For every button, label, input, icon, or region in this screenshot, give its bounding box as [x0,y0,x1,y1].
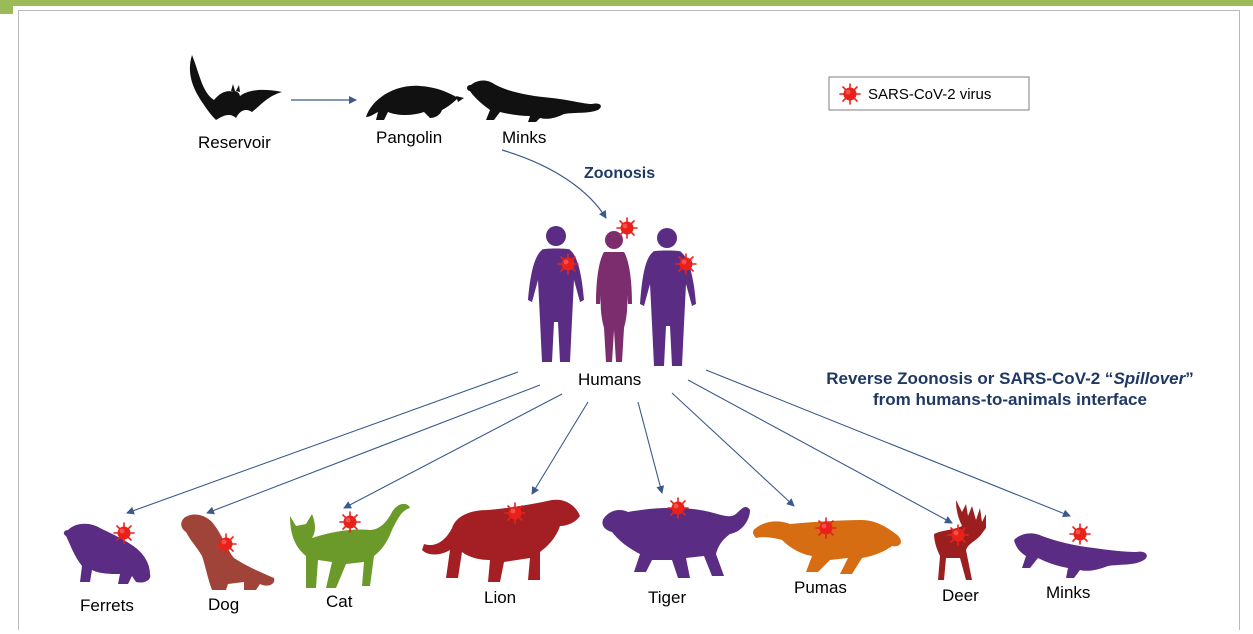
human-right [640,228,696,366]
label-pumas: Pumas [794,578,847,597]
arrow-zoonosis [502,150,606,218]
virus-icon-human-female [617,218,637,238]
animal-deer: Deer [934,500,986,605]
label-cat: Cat [326,592,353,611]
label-minks: Minks [1046,583,1090,602]
dog-silhouette [181,515,274,590]
arrow-to-tiger [638,402,662,493]
ferret-silhouette [64,524,150,584]
reverse-line1-a: Reverse Zoonosis or SARS-CoV-2 “ [826,369,1113,388]
label-zoonosis: Zoonosis [584,165,655,182]
arrow-to-dog [207,385,540,513]
animal-ferrets: Ferrets [64,523,150,615]
label-reservoir: Reservoir [198,133,271,152]
virus-icon-ferrets [114,523,134,543]
lion-silhouette [422,500,580,582]
animal-lion: Lion [422,500,580,607]
bat-silhouette [190,55,282,120]
virus-icon-human-right [676,254,696,274]
label-minks-origin: Minks [502,128,546,147]
animal-dog: Dog [181,515,274,614]
label-ferrets: Ferrets [80,596,134,615]
animal-minks: Minks [1014,524,1147,602]
label-humans: Humans [578,370,641,389]
label-deer: Deer [942,586,979,605]
label-reverse-line1: Reverse Zoonosis or SARS-CoV-2 “Spillove… [826,369,1194,388]
animal-tiger: Tiger [602,498,750,607]
mink-silhouette-top [467,81,601,122]
virus-icon-minks [1070,524,1090,544]
label-reverse-line2: from humans-to-animals interface [873,390,1147,409]
label-pangolin: Pangolin [376,128,442,147]
human-female [596,231,632,362]
label-dog: Dog [208,595,239,614]
virus-icon [840,84,860,104]
animal-cat: Cat [290,504,410,611]
legend-label: SARS-CoV-2 virus [868,86,991,103]
arrow-to-lion [532,402,588,494]
animal-pumas: Pumas [753,518,901,597]
reverse-line1-c: ” [1185,369,1194,388]
label-lion: Lion [484,588,516,607]
arrow-to-ferrets [127,372,518,513]
arrow-to-cat [344,394,562,508]
virus-icon-deer [948,525,968,545]
legend: SARS-CoV-2 virus [829,77,1029,110]
virus-icon-lion [505,503,525,523]
reverse-line1-italic: Spillover [1113,369,1186,388]
label-tiger: Tiger [648,588,686,607]
virus-icon-human-left [558,254,578,274]
arrow-to-pumas [672,393,794,506]
virus-icon-cat [340,512,360,532]
human-left [528,226,584,362]
virus-icon-dog [216,534,236,554]
pangolin-silhouette [366,86,464,120]
tiger-silhouette [602,507,750,578]
virus-icon-pumas [816,518,836,538]
virus-icon-tiger [668,498,688,518]
